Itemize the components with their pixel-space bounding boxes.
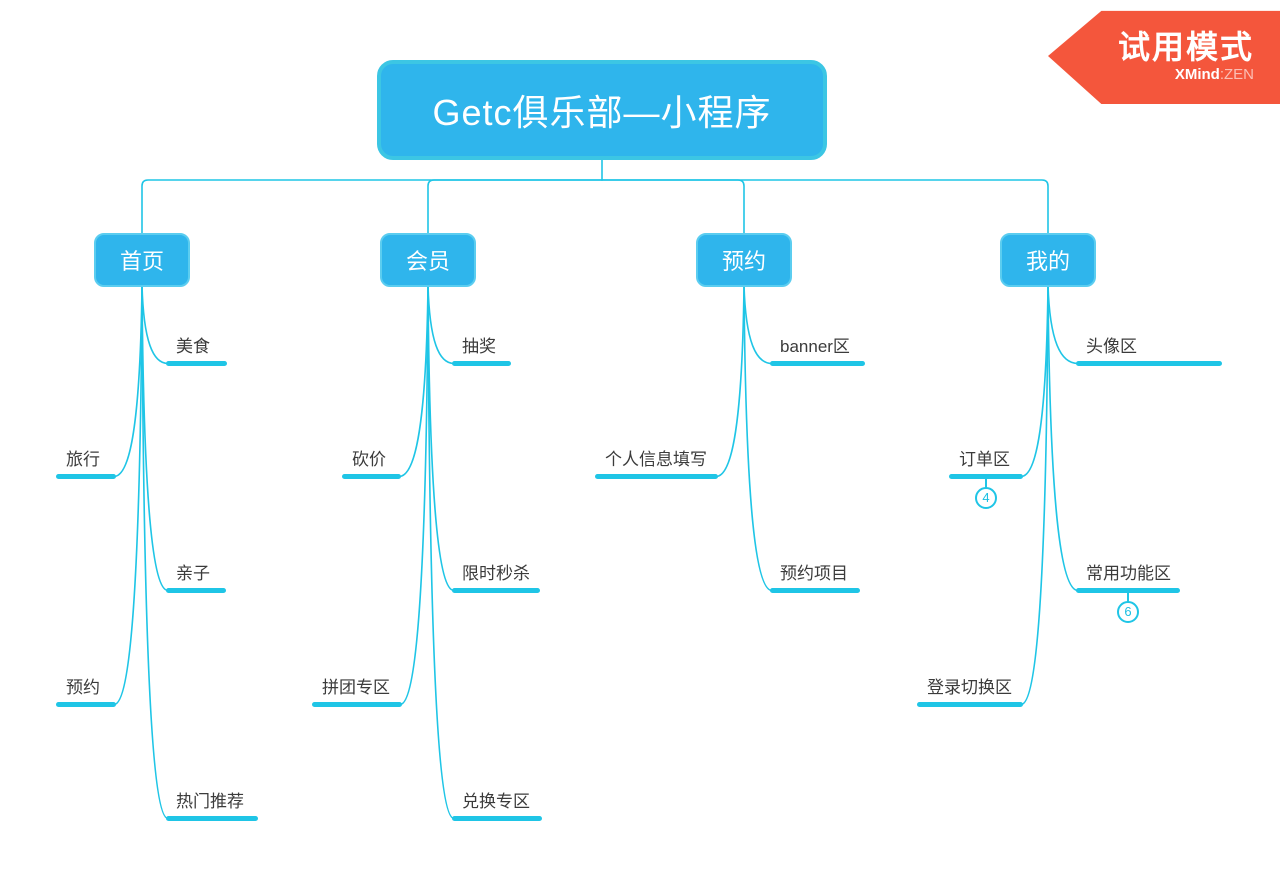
leaf-topic[interactable]: 常用功能区: [1076, 562, 1180, 593]
leaf-topic-label: banner区: [780, 337, 850, 356]
connector-line: [427, 179, 603, 234]
branch-topic-label: 首页: [119, 249, 164, 274]
leaf-topic-label: 预约: [66, 678, 100, 697]
leaf-topic-label: 抽奖: [462, 337, 496, 356]
connector-line: [743, 284, 773, 592]
badge-tick-line: [1127, 593, 1129, 602]
trial-mode-title: 试用模式: [1117, 29, 1254, 65]
connector-line: [1020, 284, 1049, 706]
leaf-topic-label: 登录切换区: [927, 678, 1012, 697]
leaf-underline: [770, 361, 865, 366]
connector-line: [715, 284, 745, 478]
leaf-topic[interactable]: 头像区: [1076, 335, 1222, 366]
branch-topic-label: 会员: [405, 249, 450, 274]
leaf-topic-label: 亲子: [176, 564, 210, 583]
leaf-underline: [312, 702, 402, 707]
leaf-topic-label: 订单区: [959, 450, 1010, 469]
leaf-topic-label: 预约项目: [780, 564, 848, 583]
leaf-topic[interactable]: 限时秒杀: [452, 562, 540, 593]
connector-line: [427, 284, 455, 592]
leaf-topic-label: 头像区: [1086, 337, 1137, 356]
leaf-underline: [452, 361, 511, 366]
trial-mode-banner[interactable]: 试用模式 XMind:ZEN: [1048, 10, 1280, 104]
leaf-underline: [166, 361, 227, 366]
leaf-topic[interactable]: 热门推荐: [166, 790, 258, 821]
leaf-underline: [166, 816, 258, 821]
leaf-topic-label: 限时秒杀: [462, 564, 530, 583]
connector-line: [141, 284, 169, 820]
leaf-underline: [166, 588, 226, 593]
branch-topic-label: 我的: [1025, 249, 1070, 274]
connector-line: [1047, 284, 1079, 592]
leaf-topic[interactable]: 砍价: [342, 448, 401, 479]
connector-line: [113, 284, 143, 478]
connector-line: [141, 284, 169, 365]
connector-line: [427, 284, 455, 365]
connector-line: [141, 179, 603, 234]
leaf-topic[interactable]: 亲子: [166, 562, 226, 593]
leaf-underline: [1076, 361, 1222, 366]
leaf-topic[interactable]: 预约: [56, 676, 116, 707]
leaf-underline: [342, 474, 401, 479]
connector-line: [398, 284, 429, 478]
leaf-underline: [917, 702, 1023, 707]
branch-topic[interactable]: 首页: [94, 233, 190, 287]
leaf-underline: [1076, 588, 1180, 593]
leaf-topic-label: 常用功能区: [1086, 564, 1171, 583]
children-count-badge[interactable]: 6: [1117, 601, 1139, 623]
connector-line: [399, 284, 429, 706]
connector-line: [113, 284, 143, 706]
leaf-underline: [56, 474, 116, 479]
connector-line: [1020, 284, 1049, 478]
connector-line: [743, 284, 773, 365]
branch-topic[interactable]: 我的: [1000, 233, 1096, 287]
leaf-topic[interactable]: 个人信息填写: [595, 448, 718, 479]
leaf-underline: [595, 474, 718, 479]
leaf-topic[interactable]: 预约项目: [770, 562, 860, 593]
leaf-underline: [770, 588, 860, 593]
leaf-topic[interactable]: 拼团专区: [312, 676, 402, 707]
leaf-underline: [949, 474, 1023, 479]
leaf-underline: [56, 702, 116, 707]
badge-tick-line: [985, 479, 987, 488]
leaf-topic-label: 美食: [176, 337, 210, 356]
branch-topic[interactable]: 会员: [380, 233, 476, 287]
leaf-topic[interactable]: banner区: [770, 335, 865, 366]
leaf-topic-label: 个人信息填写: [605, 450, 707, 469]
leaf-topic[interactable]: 订单区: [949, 448, 1023, 479]
leaf-topic[interactable]: 抽奖: [452, 335, 511, 366]
leaf-underline: [452, 816, 542, 821]
children-count-badge[interactable]: 4: [975, 487, 997, 509]
leaf-topic-label: 拼团专区: [322, 678, 390, 697]
connector-line: [1047, 284, 1079, 365]
leaf-underline: [452, 588, 540, 593]
leaf-topic-label: 热门推荐: [176, 792, 244, 811]
root-topic[interactable]: Getc俱乐部—小程序: [377, 60, 827, 160]
connector-line: [427, 284, 455, 820]
leaf-topic[interactable]: 美食: [166, 335, 227, 366]
leaf-topic[interactable]: 登录切换区: [917, 676, 1023, 707]
connector-line: [601, 179, 1049, 234]
leaf-topic[interactable]: 兑换专区: [452, 790, 542, 821]
xmind-zen-logo: XMind:ZEN: [1174, 66, 1254, 83]
leaf-topic-label: 兑换专区: [462, 792, 530, 811]
leaf-topic-label: 旅行: [66, 450, 100, 469]
branch-topic-label: 预约: [721, 249, 766, 274]
root-topic-label: Getc俱乐部—小程序: [432, 92, 772, 133]
connector-line: [141, 284, 169, 592]
connector-line: [601, 179, 745, 234]
branch-topic[interactable]: 预约: [696, 233, 792, 287]
leaf-topic[interactable]: 旅行: [56, 448, 116, 479]
leaf-topic-label: 砍价: [352, 450, 386, 469]
